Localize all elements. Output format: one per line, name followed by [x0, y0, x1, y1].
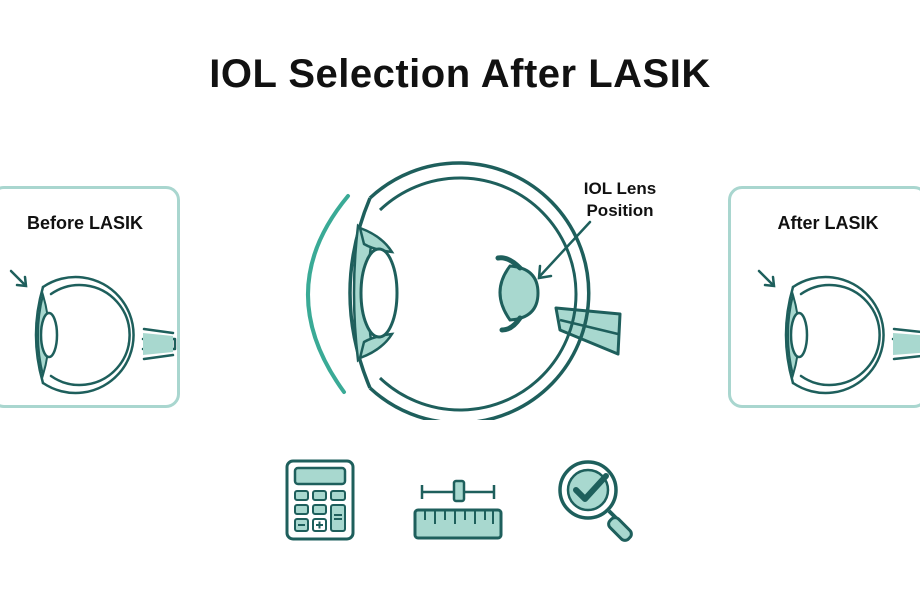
- magnifier-check-icon: [558, 460, 633, 542]
- iol-lens: [495, 255, 540, 333]
- before-lasik-label: Before LASIK: [26, 213, 143, 233]
- after-lasik-label: After LASIK: [777, 213, 879, 233]
- iol-lens-callout: IOL Lens Position: [560, 178, 680, 222]
- ruler-slider-icon: [413, 479, 503, 540]
- eyeball-outer: [368, 161, 591, 420]
- before-lasik-panel: Before LASIK: [0, 186, 180, 408]
- calculator-icon: [285, 459, 355, 541]
- after-lasik-panel: After LASIK: [728, 186, 920, 408]
- main-eye-diagram: [306, 161, 622, 420]
- cornea-arc: [306, 194, 350, 394]
- natural-lens: [359, 247, 399, 339]
- eyeball-inner: [378, 176, 578, 412]
- small-eye-icon: [9, 269, 177, 395]
- page-title: IOL Selection After LASIK: [209, 52, 711, 96]
- callout-line-1: IOL Lens: [583, 179, 657, 198]
- small-eye-icon: [757, 269, 920, 395]
- callout-line-2: Position: [586, 201, 654, 220]
- callout-arrow: [537, 220, 592, 280]
